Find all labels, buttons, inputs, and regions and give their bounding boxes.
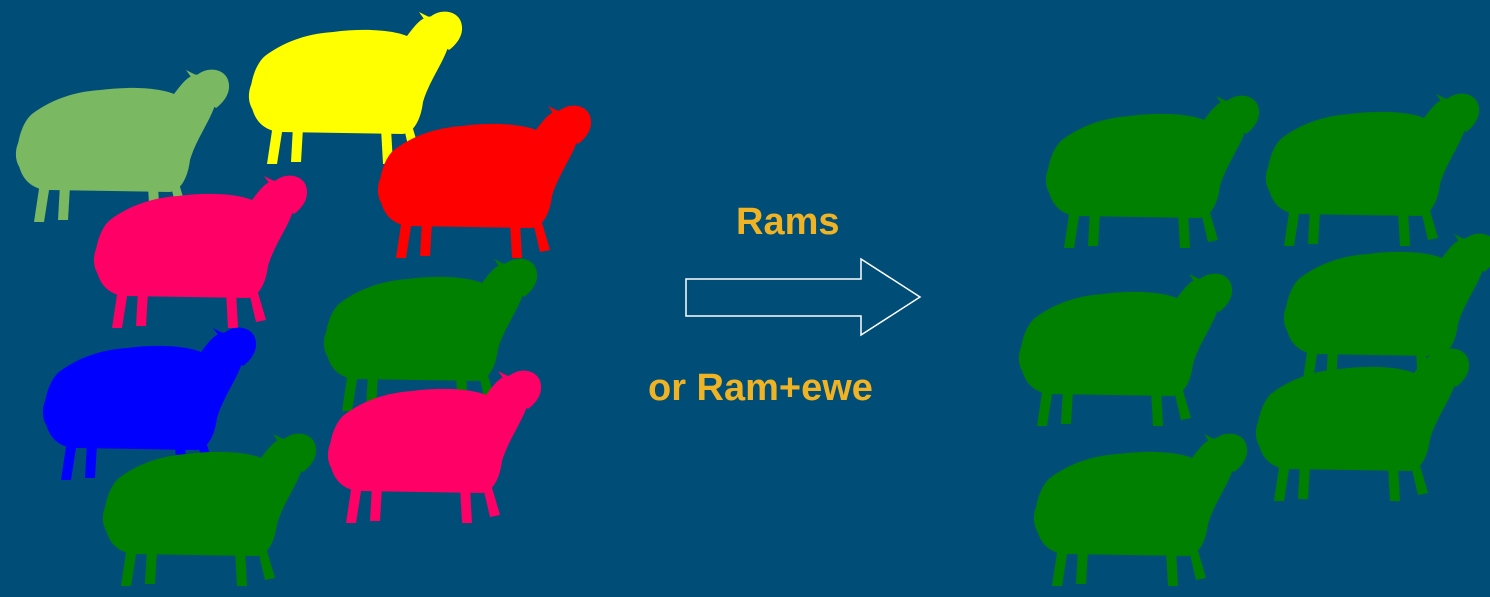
label-rams: Rams [736, 201, 840, 243]
mixed-flock [15, 11, 592, 586]
sheep-uniform-6 [1033, 433, 1248, 586]
sheep-uniform-2 [1265, 93, 1480, 246]
sheep-uniform-5 [1255, 348, 1470, 501]
sheep-uniform-3 [1018, 273, 1233, 426]
uniform-flock [1018, 93, 1490, 586]
sheep-pink-top [93, 175, 308, 328]
right-arrow-icon [685, 257, 922, 337]
label-ram-and-ewe: or Ram+ewe [648, 367, 873, 409]
sheep-green-bottom [102, 433, 317, 586]
sheep-pink-bottom [327, 370, 542, 523]
sheep-uniform-1 [1045, 95, 1260, 248]
